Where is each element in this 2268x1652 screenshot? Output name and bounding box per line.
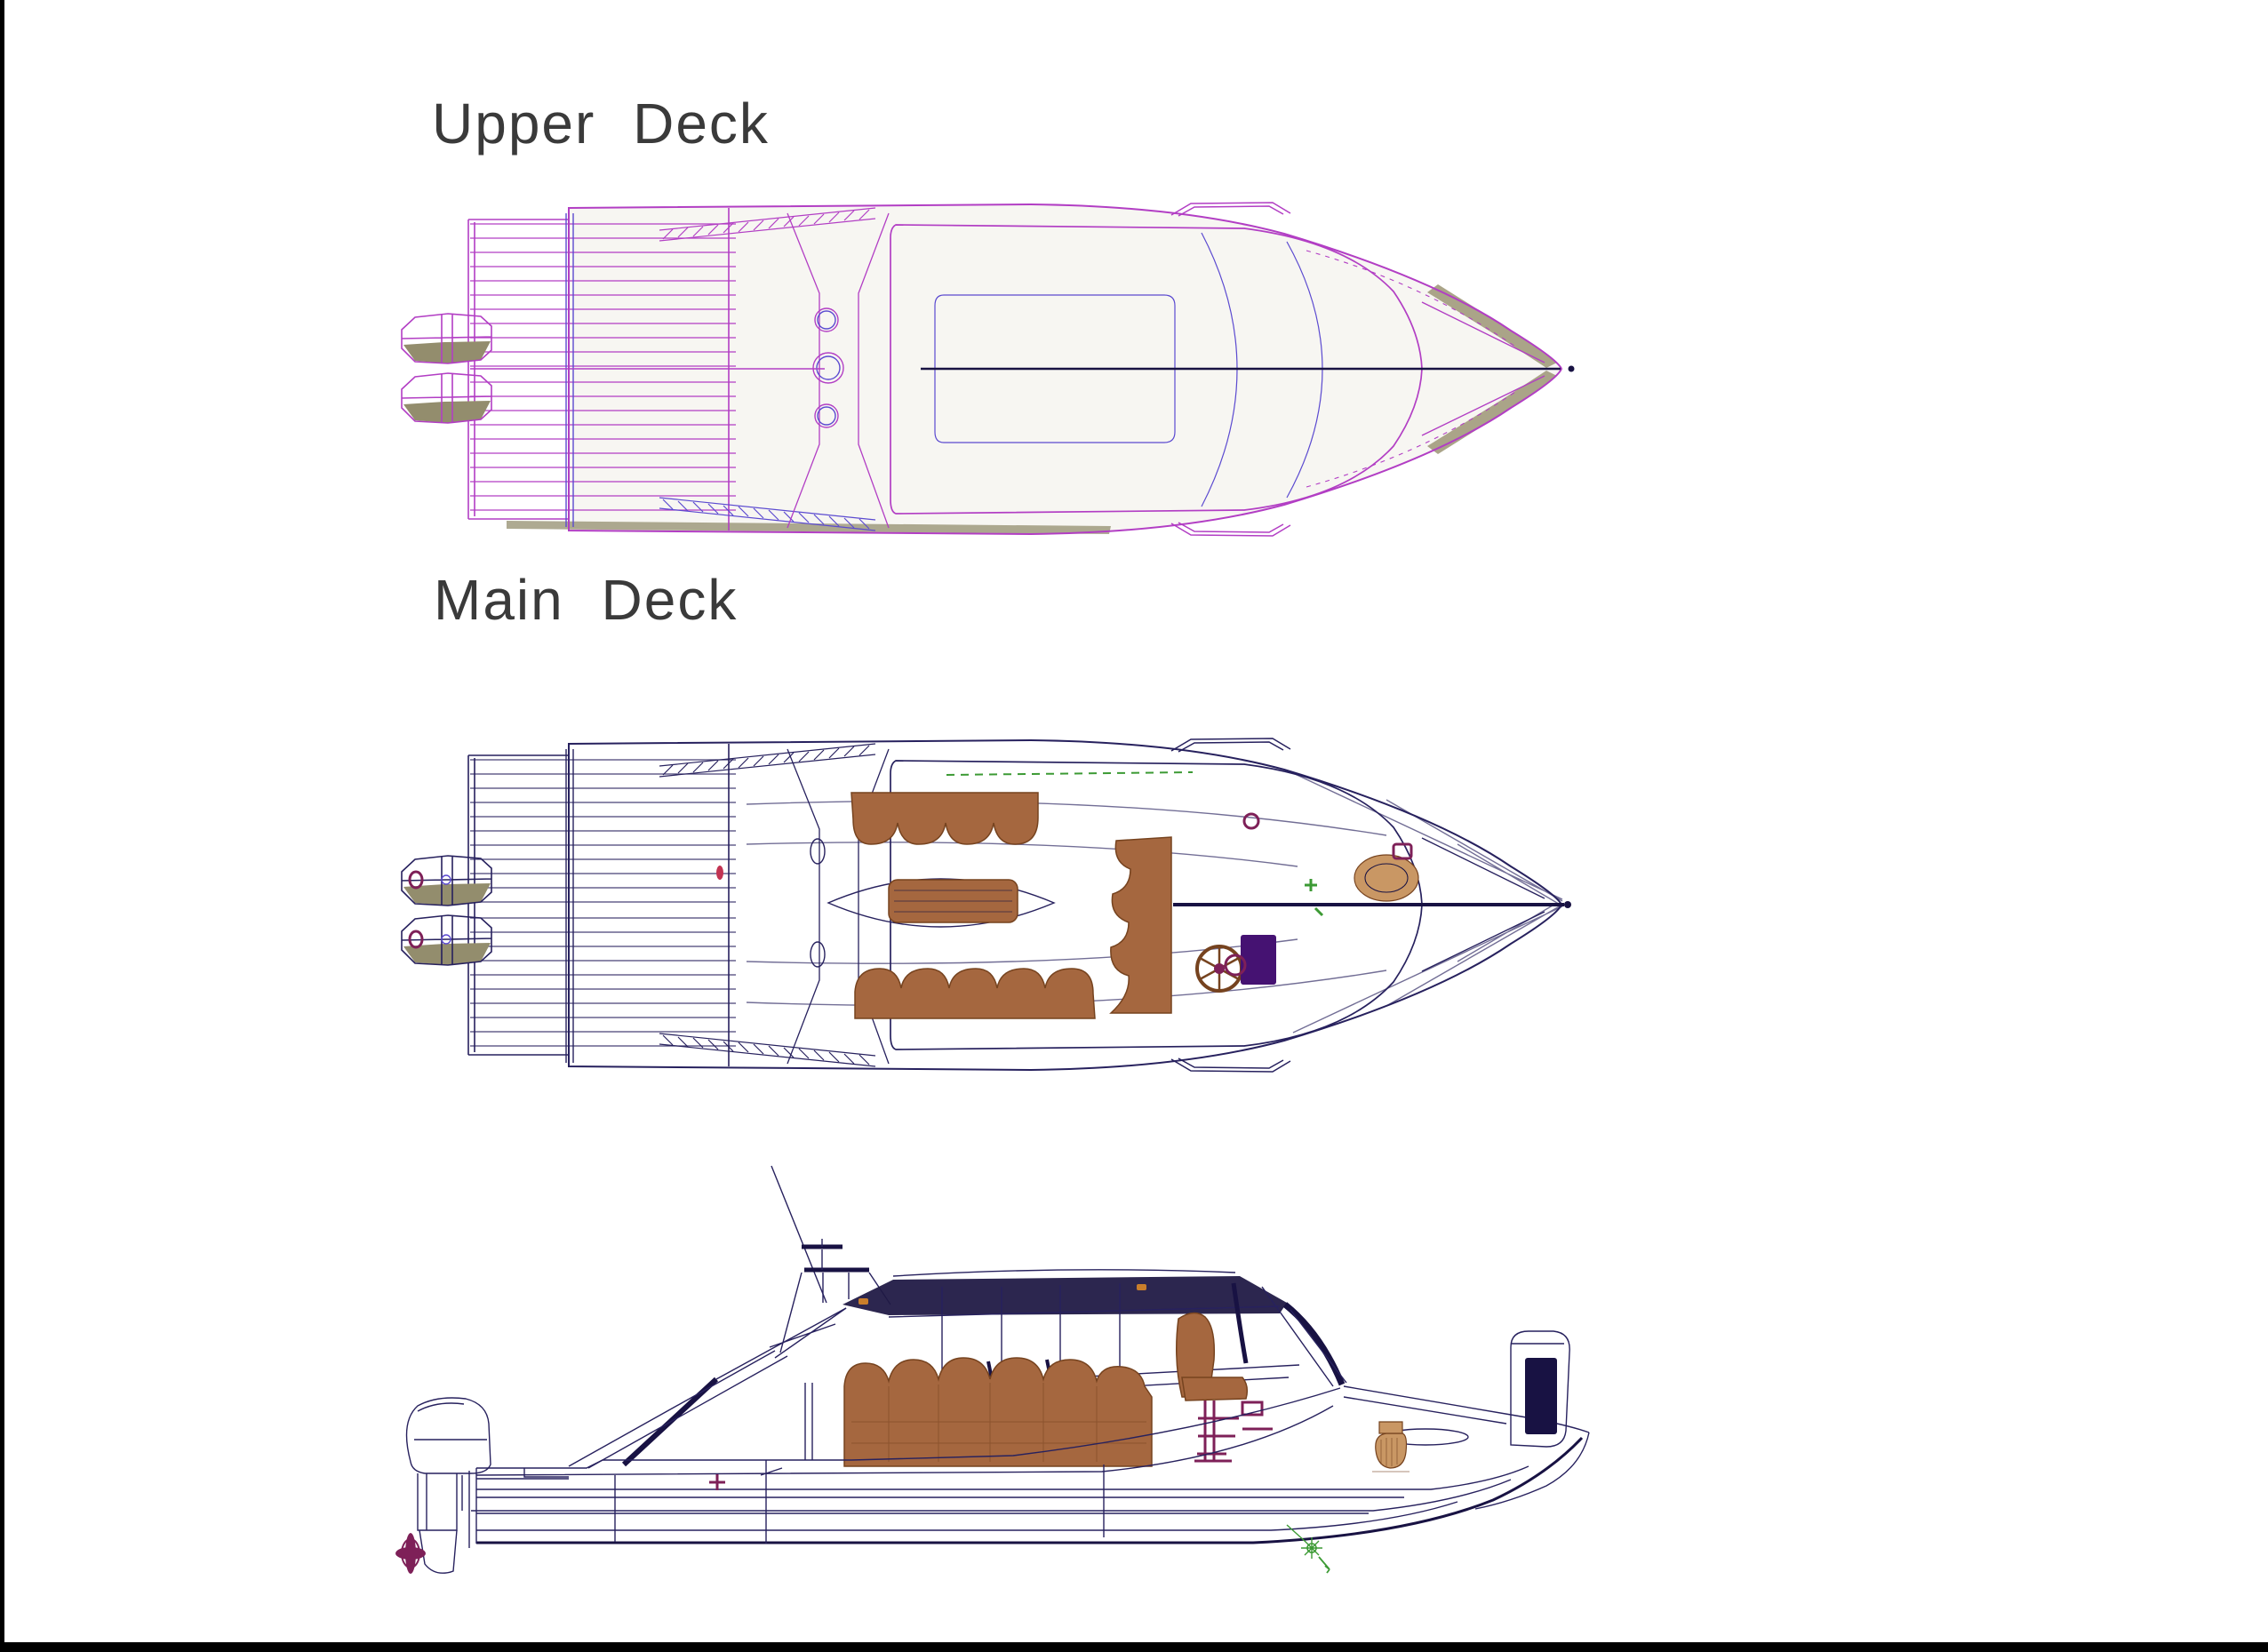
upper-transom-line bbox=[565, 213, 574, 527]
helm-seat bbox=[1176, 1312, 1249, 1463]
helm-console bbox=[1241, 935, 1276, 985]
propeller bbox=[395, 1533, 426, 1574]
hull-profile bbox=[471, 1383, 1584, 1544]
bottom-edge-bar bbox=[0, 1642, 2268, 1652]
aft-bench-seats bbox=[850, 792, 1039, 845]
main-engine-port bbox=[401, 855, 492, 906]
bow-dark-window bbox=[1525, 1358, 1557, 1434]
upper-khaki-shading bbox=[507, 284, 1557, 534]
main-engine-starboard bbox=[401, 914, 492, 966]
helm-hardware bbox=[1197, 1401, 1273, 1456]
upper-deck-hatches bbox=[812, 307, 844, 428]
upper-engine-port bbox=[401, 313, 492, 364]
upper-deck-title: Upper Deck bbox=[432, 92, 770, 156]
main-bow-fittings bbox=[1224, 812, 1419, 977]
upper-side-tab-bottom bbox=[1170, 522, 1291, 537]
hardtop-roof bbox=[843, 1269, 1287, 1318]
green-datum-icon bbox=[1286, 1524, 1330, 1574]
foredeck-and-bow bbox=[1343, 1330, 1590, 1510]
main-side-tab-bottom bbox=[1170, 1057, 1291, 1073]
helm-wheel bbox=[1195, 945, 1243, 993]
main-small-red-marker bbox=[716, 866, 723, 880]
left-edge-bar bbox=[0, 0, 4, 1652]
cabin-pillars bbox=[568, 1282, 1347, 1469]
main-side-tab-top bbox=[1170, 738, 1291, 753]
main-deck-drawing bbox=[401, 738, 1571, 1073]
side-profile-drawing bbox=[395, 1165, 1590, 1574]
main-green-trim-line bbox=[946, 771, 1194, 776]
upper-engine-starboard bbox=[401, 372, 492, 424]
bow-toilet bbox=[1372, 1421, 1410, 1472]
main-platform-planks bbox=[469, 759, 737, 1047]
outboard-engine bbox=[395, 1397, 491, 1574]
upper-centerline-bow bbox=[921, 365, 1575, 372]
main-centerline bbox=[1173, 901, 1571, 908]
antenna-whip bbox=[771, 1165, 827, 1304]
upper-deck-drawing bbox=[401, 202, 1575, 537]
upper-side-tab-top bbox=[1170, 202, 1291, 217]
cockpit-table bbox=[888, 879, 1018, 923]
main-engine-accents bbox=[408, 870, 451, 949]
l-shaped-sofa bbox=[1109, 836, 1172, 1014]
forward-bench-seats bbox=[854, 968, 1096, 1019]
midship-cleat bbox=[709, 1474, 725, 1490]
main-deck-title: Main Deck bbox=[434, 568, 739, 632]
side-cockpit-seats bbox=[843, 1357, 1153, 1467]
main-aft-step-rail-bottom bbox=[659, 1033, 876, 1067]
main-deck-hatches bbox=[810, 838, 826, 968]
main-cockpit-furniture bbox=[827, 792, 1276, 1019]
